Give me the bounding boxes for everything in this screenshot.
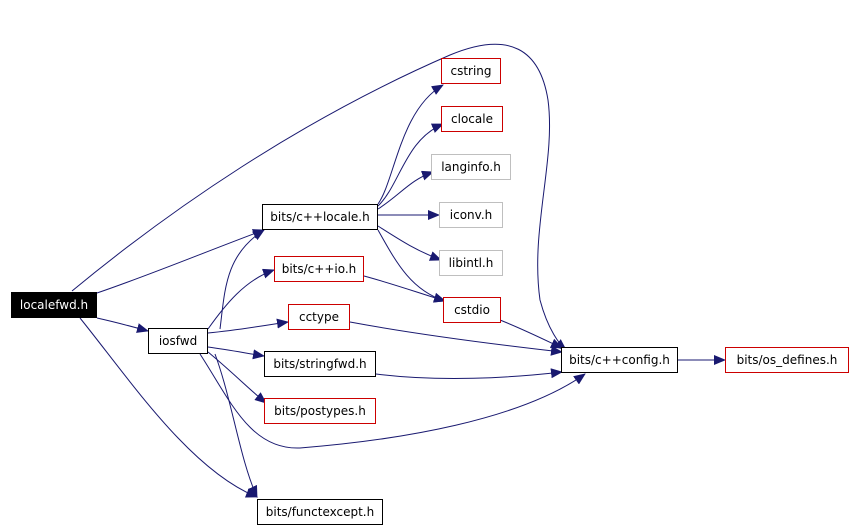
node-cstdio[interactable]: cstdio bbox=[443, 297, 501, 323]
edge-cxxlocale-clocale bbox=[377, 123, 444, 207]
node-libintl: libintl.h bbox=[439, 250, 503, 276]
node-functexcept[interactable]: bits/functexcept.h bbox=[257, 499, 383, 525]
edge-iosfwd-functexcept bbox=[214, 353, 258, 498]
edge-cxxlocale-cstring bbox=[377, 84, 444, 205]
node-langinfo: langinfo.h bbox=[431, 154, 511, 180]
edge-localefwd-cxxconfig bbox=[71, 43, 567, 351]
edge-stringfwd-cxxconfig bbox=[375, 368, 563, 379]
node-clocale[interactable]: clocale bbox=[441, 106, 503, 132]
edge-localefwd-functexcept bbox=[79, 317, 258, 498]
node-cxxlocale[interactable]: bits/c++locale.h bbox=[262, 204, 378, 230]
node-cxxconfig[interactable]: bits/c++config.h bbox=[561, 347, 678, 373]
edge-iosfwd-stringfwd bbox=[207, 346, 265, 360]
edge-iosfwd-cxxconfig bbox=[199, 353, 586, 449]
node-cctype[interactable]: cctype bbox=[288, 304, 350, 330]
edge-localefwd-cxxlocale bbox=[96, 229, 265, 294]
node-cstring[interactable]: cstring bbox=[441, 58, 501, 84]
edge-iosfwd-cctype bbox=[207, 318, 289, 334]
edge-iosfwd-cxxio bbox=[207, 268, 275, 330]
node-stringfwd[interactable]: bits/stringfwd.h bbox=[264, 351, 376, 377]
node-iosfwd[interactable]: iosfwd bbox=[148, 328, 208, 354]
edge-localefwd-iosfwd bbox=[96, 317, 149, 333]
node-cxxio[interactable]: bits/c++io.h bbox=[274, 256, 364, 282]
node-iconv: iconv.h bbox=[439, 202, 503, 228]
node-localefwd: localefwd.h bbox=[11, 292, 97, 318]
node-osdefines[interactable]: bits/os_defines.h bbox=[725, 347, 849, 373]
edge-iosfwd-postypes bbox=[207, 351, 267, 404]
node-postypes[interactable]: bits/postypes.h bbox=[264, 398, 376, 424]
edge-iosfwd-cxxlocale bbox=[219, 229, 265, 330]
edge-cxxio-cstdio bbox=[363, 275, 446, 303]
edge-cstdio-cxxconfig bbox=[499, 319, 563, 349]
edge-cxxlocale-langinfo bbox=[377, 170, 434, 210]
edge-cxxlocale-libintl bbox=[377, 225, 442, 261]
edge-cctype-cxxconfig bbox=[349, 321, 563, 356]
